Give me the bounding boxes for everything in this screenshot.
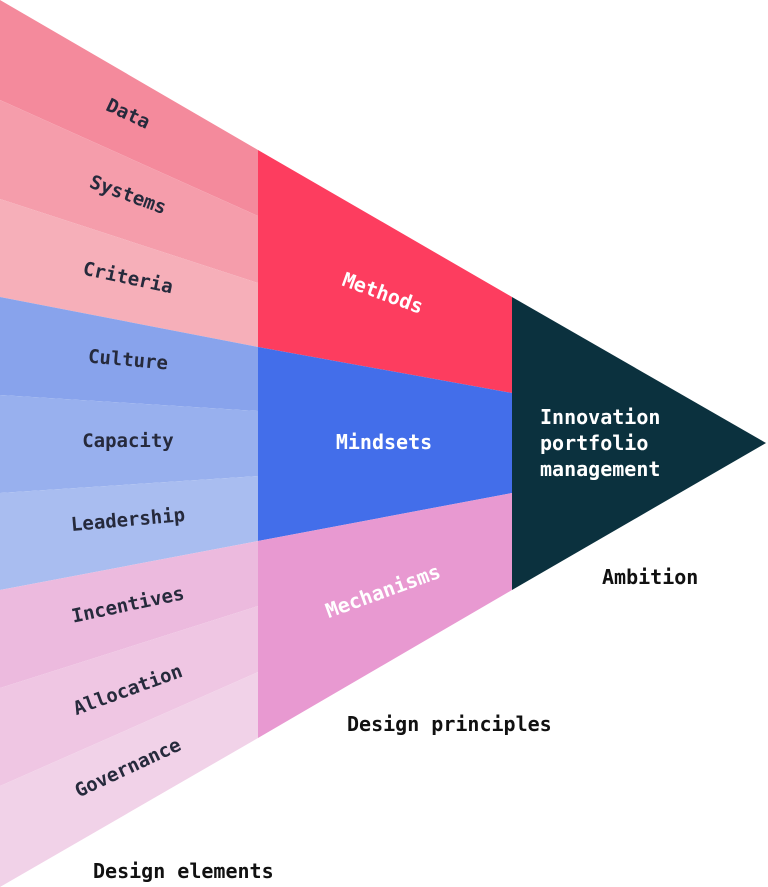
ambition-caption: Ambition: [602, 565, 698, 589]
element-label-capacity: Capacity: [82, 430, 174, 452]
ambition-label-line-1: Innovation: [540, 405, 660, 429]
design-principles-caption: Design principles: [347, 712, 552, 736]
ambition-label-line-2: portfolio: [540, 431, 648, 455]
element-segment-allocation: [0, 606, 258, 786]
principle-segment-mindsets: [258, 347, 512, 541]
element-segment-capacity: [0, 395, 258, 493]
ambition-label-line-3: management: [540, 457, 660, 481]
element-segment-culture: [0, 297, 258, 411]
principle-segment-mechanisms: [258, 493, 512, 738]
element-segment-incentives: [0, 541, 258, 688]
element-segment-governance: [0, 672, 258, 887]
principle-label-mindsets: Mindsets: [336, 430, 432, 454]
ambition-layer: Innovation portfolio management: [512, 297, 766, 590]
element-segment-criteria: [0, 199, 258, 347]
design-elements-layer: DataSystemsCriteriaCultureCapacityLeader…: [0, 0, 258, 887]
element-segment-systems: [0, 100, 258, 283]
element-segment-data: [0, 0, 258, 216]
principle-segment-methods: [258, 150, 512, 393]
ambition-triangle: [512, 297, 766, 590]
element-segment-leadership: [0, 476, 258, 590]
design-elements-caption: Design elements: [93, 859, 274, 883]
